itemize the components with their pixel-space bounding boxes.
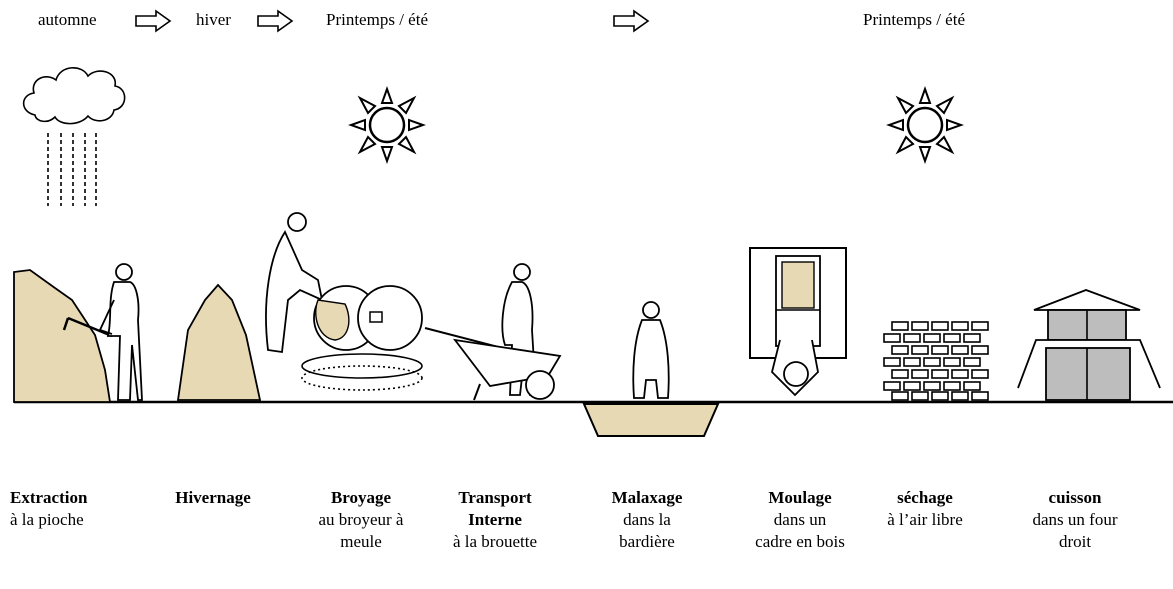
step-extraction: Extraction à la pioche (10, 487, 120, 531)
step-broyage: Broyage au broyeur à meule (303, 487, 419, 553)
step-description: à l’air libre (887, 510, 963, 529)
brick-mold (749, 247, 847, 397)
season-winter: hiver (196, 10, 231, 29)
step-transport: Transport Interne à la brouette (440, 487, 550, 553)
season-autumn: automne (38, 10, 97, 29)
step-title: Malaxage (611, 488, 683, 507)
step-malaxage: Malaxage dans la bardière (597, 487, 697, 553)
step-title: Hivernage (175, 488, 251, 507)
brick-stack (883, 321, 989, 401)
season-spring-summer-1: Printemps / été (326, 10, 428, 29)
arrow-icon (257, 10, 293, 32)
step-description: dans un cadre en bois (755, 510, 845, 551)
step-title: Moulage (768, 488, 832, 507)
mixing-pit (582, 301, 720, 437)
step-description: à la pioche (10, 510, 84, 529)
step-cuisson: cuisson dans un four droit (1030, 487, 1120, 553)
step-description: dans la bardière (619, 510, 675, 551)
step-hivernage: Hivernage (158, 487, 268, 509)
clay-pile (176, 283, 262, 401)
step-title: séchage (897, 488, 953, 507)
step-title: cuisson (1048, 488, 1102, 507)
season-spring-summer-2: Printemps / été (863, 10, 965, 29)
wheelbarrow-scene (424, 263, 562, 401)
extraction-scene (13, 263, 143, 403)
step-title: Transport Interne (458, 488, 532, 529)
step-description: au broyeur à meule (318, 510, 404, 551)
rain-cloud-icon (22, 67, 126, 206)
step-moulage: Moulage dans un cadre en bois (755, 487, 845, 553)
sun-icon (349, 87, 425, 163)
arrow-icon (613, 10, 649, 32)
kiln (1017, 289, 1161, 401)
step-description: à la brouette (452, 532, 537, 551)
sun-icon (887, 87, 963, 163)
step-sechage: séchage à l’air libre (885, 487, 965, 531)
step-title: Extraction (10, 488, 88, 507)
step-title: Broyage (330, 488, 392, 507)
arrow-icon (135, 10, 171, 32)
step-description: dans un four droit (1032, 510, 1118, 551)
grinding-mill (265, 212, 423, 391)
